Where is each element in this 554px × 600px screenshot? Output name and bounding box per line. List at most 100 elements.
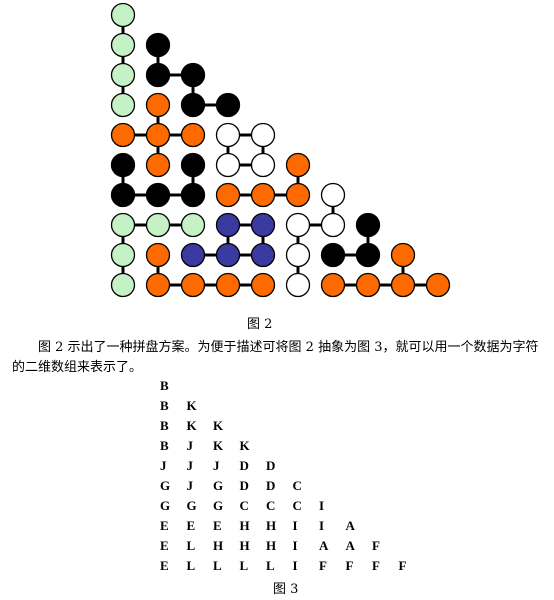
grid-cell: G xyxy=(213,478,224,493)
figure-3-caption: 图 3 xyxy=(273,582,299,597)
puzzle-ball-j xyxy=(180,122,206,148)
puzzle-ball-i xyxy=(320,212,346,238)
puzzle-ball-l xyxy=(180,272,206,298)
grid-cell: H xyxy=(239,538,250,553)
grid-cell: D xyxy=(239,458,249,473)
grid-cell: F xyxy=(372,538,380,553)
grid-cell: C xyxy=(292,498,302,513)
puzzle-ball-c xyxy=(285,152,311,178)
grid-cell: K xyxy=(186,418,197,433)
grid-cell: G xyxy=(160,478,171,493)
grid-cell: H xyxy=(239,518,250,533)
puzzle-ball-e xyxy=(110,212,136,238)
puzzle-ball-g xyxy=(110,182,136,208)
puzzle-ball-a xyxy=(355,212,381,238)
puzzle-ball-k xyxy=(145,32,171,58)
puzzle-ball-c xyxy=(285,182,311,208)
grid-cell: B xyxy=(160,398,169,413)
grid-cell: A xyxy=(345,538,355,553)
puzzle-ball-e xyxy=(180,212,206,238)
puzzle-ball-a xyxy=(355,242,381,268)
grid-cell: L xyxy=(213,558,222,573)
grid-cell: L xyxy=(186,538,196,553)
puzzle-ball-j xyxy=(145,122,171,148)
grid-cell: F xyxy=(319,558,327,573)
puzzle-ball-k xyxy=(180,92,206,118)
grid-cell: K xyxy=(239,438,250,453)
grid-cell: E xyxy=(186,518,196,533)
grid-cell: E xyxy=(160,518,169,533)
figure-2-puzzle-board xyxy=(110,2,451,298)
puzzle-ball-c xyxy=(215,182,241,208)
grid-cell: C xyxy=(292,478,302,493)
grid-cell: I xyxy=(319,518,325,533)
puzzle-ball-h xyxy=(250,242,276,268)
grid-cell: C xyxy=(239,498,249,513)
grid-cell: F xyxy=(345,558,354,573)
puzzle-ball-g xyxy=(180,182,206,208)
puzzle-ball-j xyxy=(110,122,136,148)
grid-cell: J xyxy=(186,458,194,473)
puzzle-ball-b xyxy=(110,32,136,58)
puzzle-ball-f xyxy=(355,272,381,298)
grid-cell: K xyxy=(213,438,224,453)
grid-cell: L xyxy=(239,558,249,573)
puzzle-ball-f xyxy=(390,242,416,268)
puzzle-ball-a xyxy=(320,242,346,268)
grid-cell: K xyxy=(186,398,197,413)
grid-cell: J xyxy=(160,458,167,473)
grid-cell: I xyxy=(319,498,325,513)
puzzle-ball-g xyxy=(110,152,136,178)
grid-cell: G xyxy=(186,498,197,513)
grid-cell: B xyxy=(160,438,169,453)
grid-cell: J xyxy=(186,438,194,453)
puzzle-ball-i xyxy=(320,182,346,208)
puzzle-ball-l xyxy=(145,242,171,268)
puzzle-ball-g xyxy=(180,152,206,178)
puzzle-ball-h xyxy=(250,212,276,238)
grid-cell: C xyxy=(266,498,276,513)
puzzle-ball-d xyxy=(250,152,276,178)
puzzle-ball-k xyxy=(215,92,241,118)
puzzle-ball-f xyxy=(320,272,346,298)
puzzle-ball-e xyxy=(145,212,171,238)
figure-2-caption: 图 2 xyxy=(247,317,273,332)
grid-cell: G xyxy=(213,498,224,513)
grid-cell: E xyxy=(160,558,169,573)
grid-cell: I xyxy=(292,538,298,553)
grid-cell: B xyxy=(160,378,169,393)
puzzle-ball-f xyxy=(425,272,451,298)
puzzle-ball-g xyxy=(145,182,171,208)
grid-cell: L xyxy=(186,558,196,573)
grid-cell: H xyxy=(266,518,277,533)
puzzle-ball-i xyxy=(285,212,311,238)
grid-cell: J xyxy=(186,478,194,493)
puzzle-ball-d xyxy=(215,122,241,148)
grid-cell: A xyxy=(345,518,355,533)
grid-cell: D xyxy=(266,458,276,473)
puzzle-ball-j xyxy=(145,152,171,178)
description-paragraph: 图 2 示出了一种拼盘方案。为便于描述可将图 2 抽象为图 3，就可以用一个数据… xyxy=(12,340,539,375)
puzzle-ball-c xyxy=(250,182,276,208)
grid-cell: H xyxy=(213,538,224,553)
puzzle-ball-l xyxy=(250,272,276,298)
puzzle-ball-e xyxy=(110,242,136,268)
grid-cell: B xyxy=(160,418,169,433)
grid-cell: D xyxy=(266,478,276,493)
puzzle-ball-h xyxy=(215,212,241,238)
grid-cell: K xyxy=(213,418,224,433)
puzzle-ball-i xyxy=(285,272,311,298)
puzzle-ball-b xyxy=(110,62,136,88)
puzzle-ball-j xyxy=(145,92,171,118)
grid-cell: L xyxy=(266,558,275,573)
grid-cell: F xyxy=(372,558,380,573)
puzzle-ball-d xyxy=(215,152,241,178)
puzzle-ball-b xyxy=(110,92,136,118)
puzzle-ball-d xyxy=(250,122,276,148)
grid-cell: A xyxy=(319,538,329,553)
grid-cell: I xyxy=(292,558,298,573)
puzzle-ball-b xyxy=(110,2,136,28)
puzzle-ball-e xyxy=(110,272,136,298)
puzzle-ball-h xyxy=(180,242,206,268)
puzzle-ball-k xyxy=(145,62,171,88)
